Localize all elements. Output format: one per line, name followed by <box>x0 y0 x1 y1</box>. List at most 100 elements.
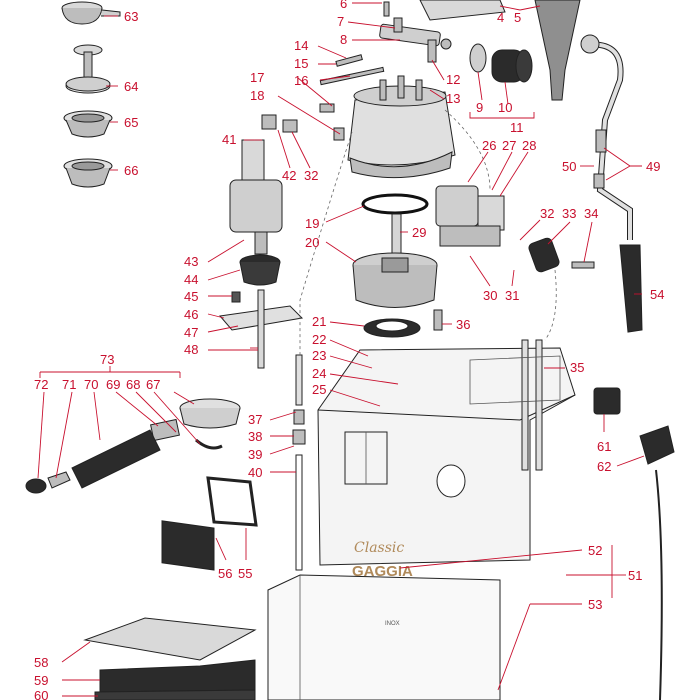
part-numbers: 63 64 65 66 6 7 8 4 5 14 15 16 17 18 12 … <box>34 0 664 700</box>
power-cord <box>639 425 675 700</box>
fitting-39 <box>292 429 306 445</box>
label-8: 8 <box>340 32 347 47</box>
label-17: 17 <box>250 70 264 85</box>
label-16: 16 <box>294 73 308 88</box>
control-panel <box>161 476 258 571</box>
label-31: 31 <box>505 288 519 303</box>
label-73: 73 <box>100 352 114 367</box>
label-13: 13 <box>446 91 460 106</box>
label-71: 71 <box>62 377 76 392</box>
screw-36 <box>433 309 443 331</box>
pump-fitting <box>282 119 298 133</box>
fitting-38 <box>293 409 305 425</box>
label-46: 46 <box>184 307 198 322</box>
label-37: 37 <box>248 412 262 427</box>
label-15: 15 <box>294 56 308 71</box>
tube-40 <box>295 454 303 571</box>
label-59: 59 <box>34 673 48 688</box>
label-70: 70 <box>84 377 98 392</box>
label-48: 48 <box>184 342 198 357</box>
water-tank: INOX <box>267 574 501 700</box>
tamper <box>65 44 111 94</box>
label-54: 54 <box>650 287 664 302</box>
label-39: 39 <box>248 447 262 462</box>
label-42: 42 <box>282 168 296 183</box>
power-switch <box>593 387 621 415</box>
label-29: 29 <box>412 225 426 240</box>
vibration-pump <box>229 114 283 255</box>
label-26: 26 <box>482 138 496 153</box>
drip-tray-grill <box>83 617 257 661</box>
leader-lines <box>37 2 645 697</box>
label-40: 40 <box>248 465 262 480</box>
cup-warmer-cone <box>534 0 581 101</box>
screw-45 <box>231 291 241 303</box>
label-7: 7 <box>337 14 344 29</box>
tank-plate-text: INOX <box>385 621 400 627</box>
label-62: 62 <box>597 459 611 474</box>
screw-18 <box>333 127 345 141</box>
label-22: 22 <box>312 332 326 347</box>
filter-basket-double <box>63 110 113 138</box>
label-41: 41 <box>222 132 236 147</box>
label-12: 12 <box>446 72 460 87</box>
label-60: 60 <box>34 688 48 700</box>
boiler-upper <box>347 75 456 179</box>
label-4: 4 <box>497 10 504 25</box>
label-67: 67 <box>146 377 160 392</box>
label-32-right: 32 <box>540 206 554 221</box>
label-64: 64 <box>124 79 138 94</box>
label-23: 23 <box>312 348 326 363</box>
label-5: 5 <box>514 10 521 25</box>
label-65: 65 <box>124 115 138 130</box>
label-56: 56 <box>218 566 232 581</box>
portafilter <box>25 398 241 494</box>
label-10: 10 <box>498 100 512 115</box>
measuring-scoop <box>61 1 121 25</box>
label-51: 51 <box>628 568 642 583</box>
label-38: 38 <box>248 429 262 444</box>
boiler-gasket <box>361 193 429 215</box>
steam-knob <box>469 43 533 83</box>
filter-basket-single <box>63 158 113 188</box>
label-20: 20 <box>305 235 319 250</box>
parts-layer: Classic GAGGIA INOX <box>25 0 675 700</box>
label-9: 9 <box>476 100 483 115</box>
label-28: 28 <box>522 138 536 153</box>
solenoid-valve-top <box>379 1 452 63</box>
label-44: 44 <box>184 272 198 287</box>
label-69: 69 <box>106 377 120 392</box>
rod-16 <box>319 66 385 86</box>
label-52: 52 <box>588 543 602 558</box>
solenoid-valve <box>435 185 505 247</box>
label-21: 21 <box>312 314 326 329</box>
label-32-left: 32 <box>304 168 318 183</box>
pin-14 <box>335 54 363 67</box>
label-35: 35 <box>570 360 584 375</box>
pin-34 <box>571 261 595 269</box>
label-58: 58 <box>34 655 48 670</box>
steam-wand <box>580 34 643 333</box>
label-18: 18 <box>250 88 264 103</box>
machine-body <box>317 339 576 566</box>
label-19: 19 <box>305 216 319 231</box>
label-61: 61 <box>597 439 611 454</box>
screw-17 <box>319 103 335 113</box>
drip-tray-60 <box>94 689 256 700</box>
label-68: 68 <box>126 377 140 392</box>
label-55: 55 <box>238 566 252 581</box>
label-34: 34 <box>584 206 598 221</box>
label-50: 50 <box>562 159 576 174</box>
label-27: 27 <box>502 138 516 153</box>
bracket-rod <box>257 289 265 369</box>
heater-switch <box>528 237 560 273</box>
label-25: 25 <box>312 382 326 397</box>
label-33: 33 <box>562 206 576 221</box>
label-45: 45 <box>184 289 198 304</box>
label-36: 36 <box>456 317 470 332</box>
label-49: 49 <box>646 159 660 174</box>
label-14: 14 <box>294 38 308 53</box>
boiler-lower <box>352 252 438 308</box>
brand-name: GAGGIA <box>352 563 413 580</box>
